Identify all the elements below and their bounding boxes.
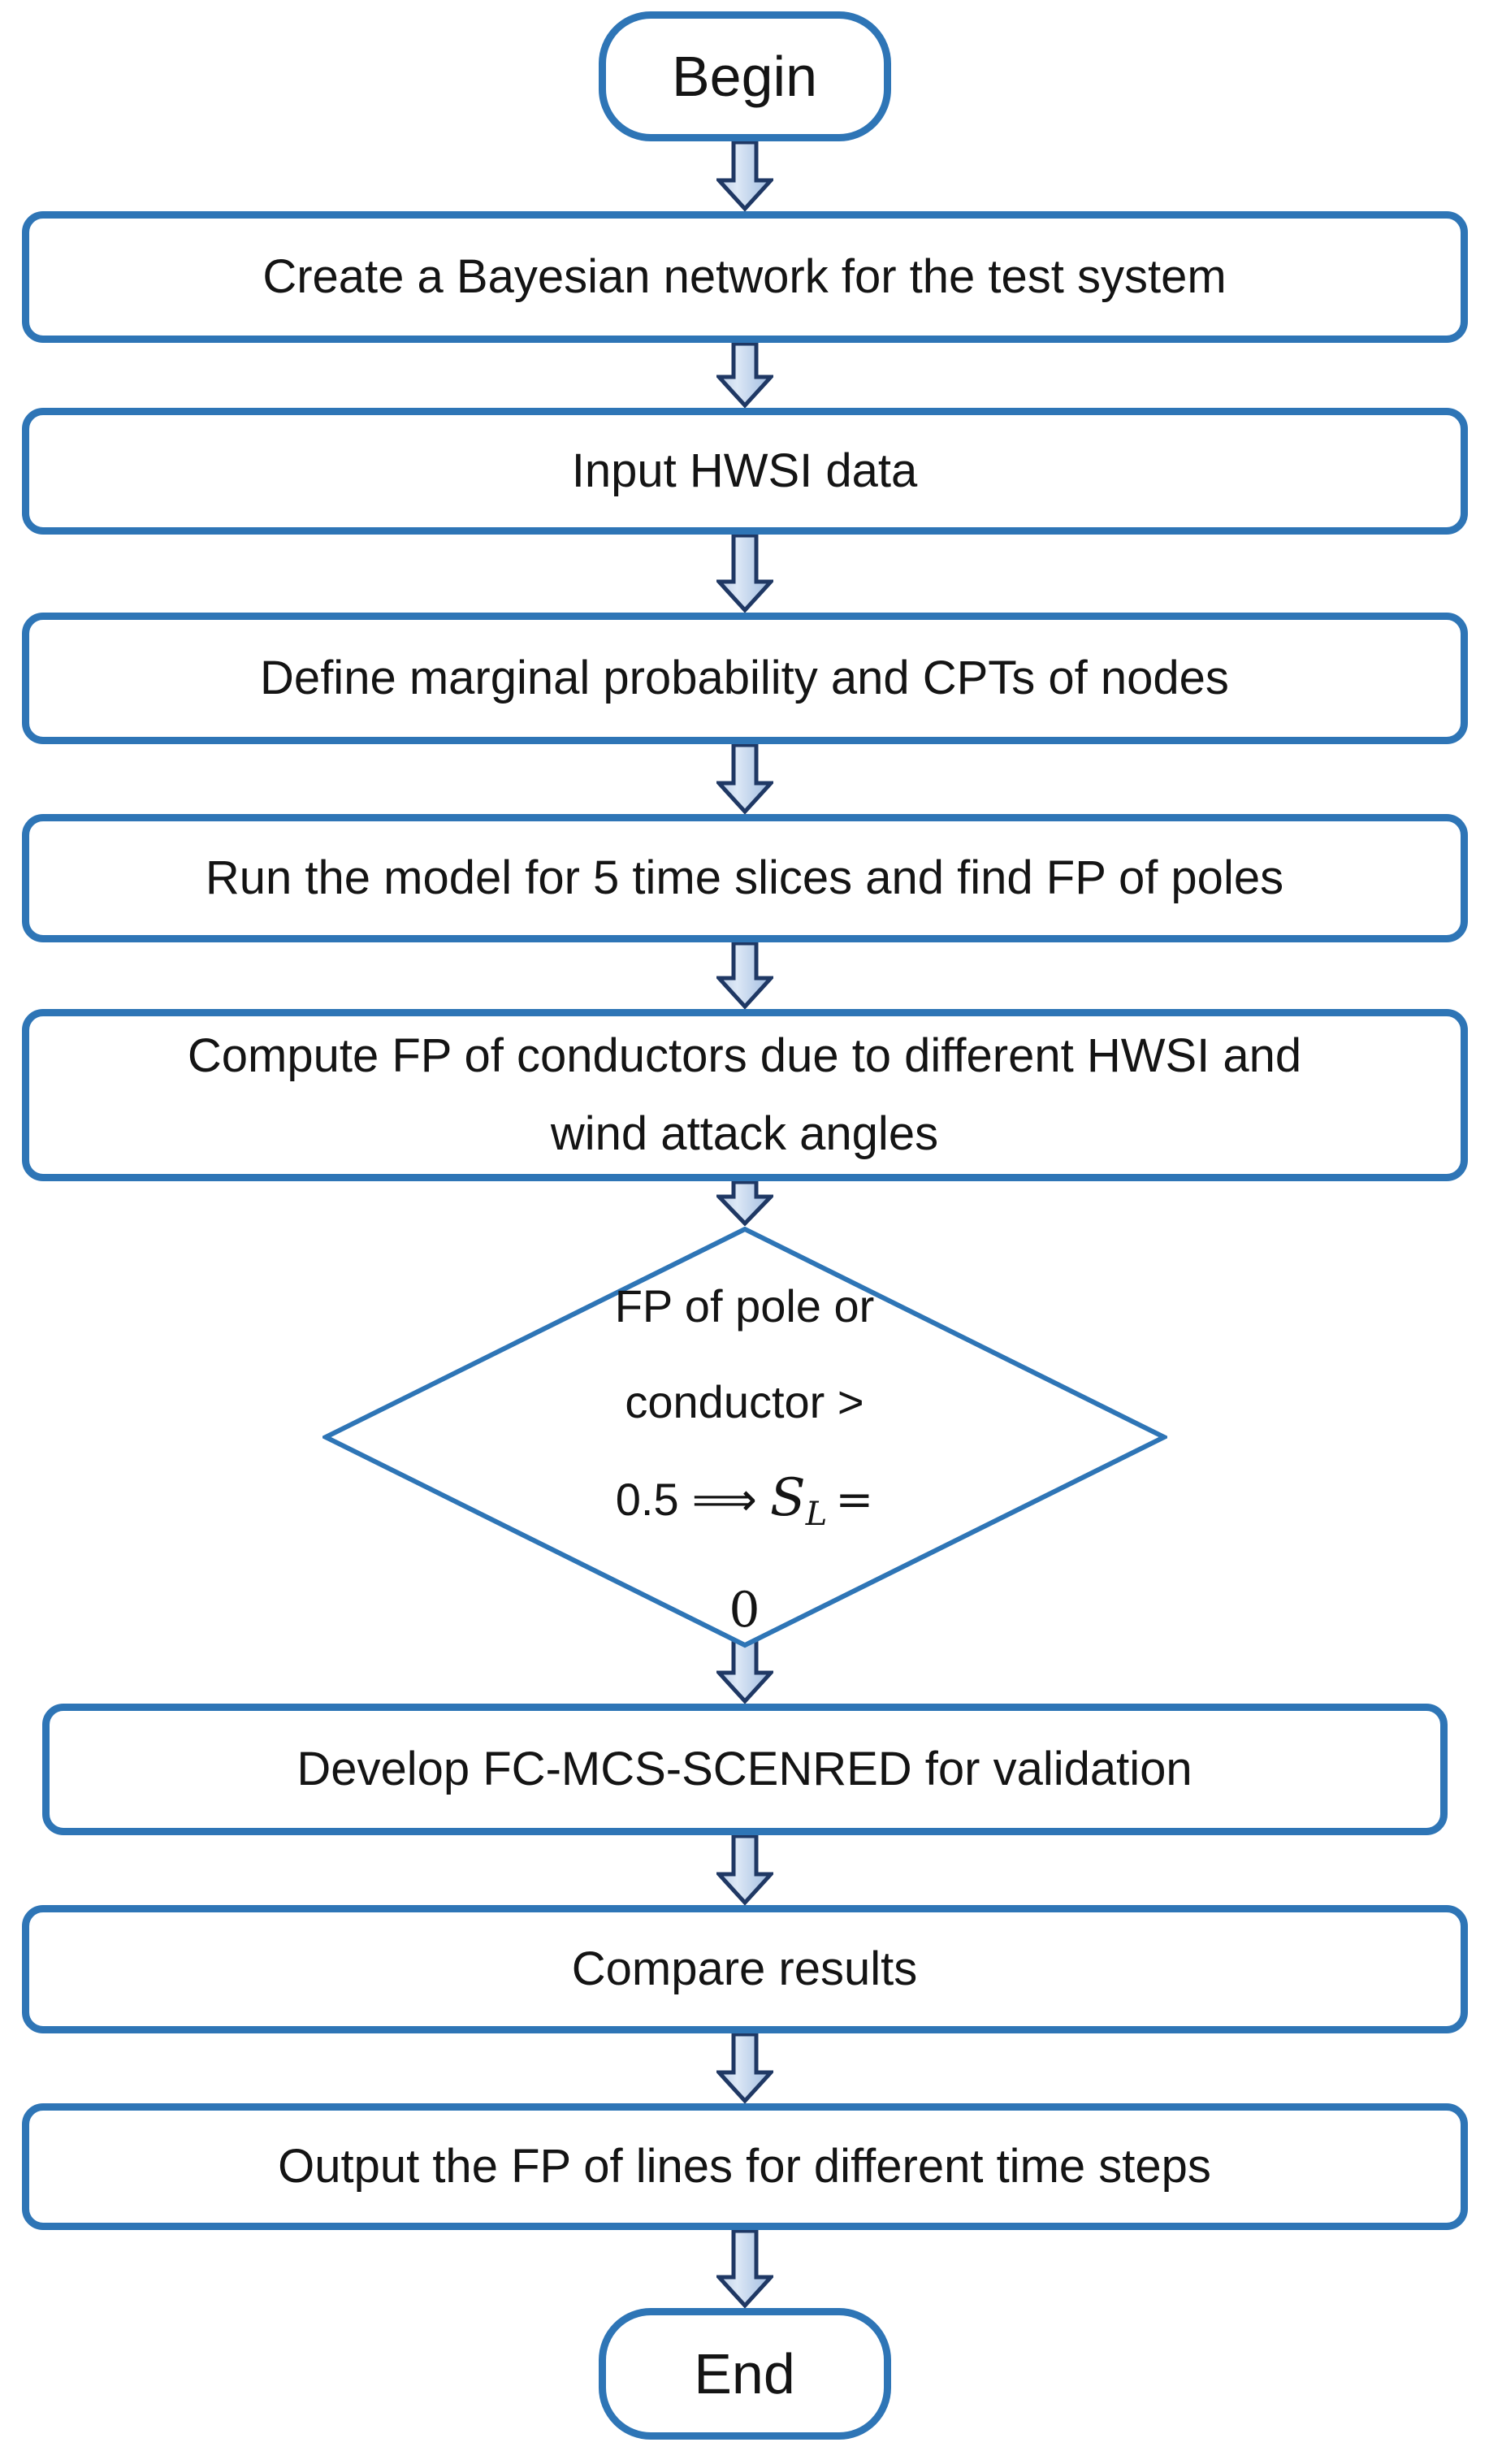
process-define-marginal-probability: Define marginal probability and CPTs of … [21, 613, 1468, 744]
process-label: Input HWSI data [571, 444, 918, 498]
process-develop-fc-mcs-scenred: Develop FC-MCS-SCENRED for validation [41, 1704, 1448, 1835]
decision-line1: FP of pole or [614, 1280, 875, 1332]
decision-fp-threshold: FP of pole or conductor > 0.5⟹SL= 0 [322, 1226, 1167, 1648]
process-label: Run the model for 5 time slices and find… [205, 851, 1284, 905]
down-arrow-step8-to-end [716, 2230, 773, 2308]
decision-line4: 0 [729, 1582, 760, 1639]
implies-arrow: ⟹ [691, 1473, 757, 1526]
down-arrow-step5-to-decision [716, 1181, 773, 1226]
terminator-begin-label: Begin [671, 45, 818, 108]
process-label: Develop FC-MCS-SCENRED for validation [297, 1743, 1192, 1796]
terminator-begin: Begin [598, 11, 891, 141]
down-arrow-step2-to-step3 [716, 535, 773, 613]
process-label: Define marginal probability and CPTs of … [260, 652, 1229, 705]
process-run-model-time-slices: Run the model for 5 time slices and find… [21, 814, 1468, 942]
process-output-fp-lines: Output the FP of lines for different tim… [21, 2103, 1468, 2230]
down-arrow-begin-to-step1 [716, 141, 773, 211]
terminator-end: End [598, 2308, 891, 2440]
equals-sign: = [835, 1473, 874, 1526]
decision-variable: S [769, 1467, 806, 1528]
process-input-hwsi-data: Input HWSI data [21, 408, 1468, 535]
down-arrow-decision-to-step6 [716, 1639, 773, 1704]
down-arrow-step1-to-step2 [716, 343, 773, 408]
decision-line2: conductor > [625, 1375, 864, 1427]
process-compare-results: Compare results [21, 1905, 1468, 2033]
process-create-bayesian-network: Create a Bayesian network for the test s… [21, 211, 1468, 343]
process-label: Output the FP of lines for different tim… [278, 2140, 1211, 2193]
process-label: Compare results [571, 1942, 918, 1996]
down-arrow-step7-to-step8 [716, 2033, 773, 2103]
down-arrow-step3-to-step4 [716, 744, 773, 814]
decision-line3: 0.5⟹SL= [616, 1450, 873, 1562]
process-label-line2: wind attack angles [550, 1107, 939, 1160]
process-label: Create a Bayesian network for the test s… [262, 250, 1227, 304]
decision-text: FP of pole or conductor > 0.5⟹SL= 0 [322, 1226, 1167, 1648]
decision-threshold-value: 0.5 [615, 1473, 679, 1525]
down-arrow-step4-to-step5 [716, 942, 773, 1009]
decision-diamond-shape [322, 1226, 1167, 1648]
down-arrow-step6-to-step7 [716, 1835, 773, 1905]
decision-variable-subscript: L [805, 1496, 828, 1534]
process-label-line1: Compute FP of conductors due to differen… [187, 1029, 1302, 1082]
process-compute-fp-conductors: Compute FP of conductors due to differen… [21, 1009, 1468, 1181]
terminator-end-label: End [694, 2342, 795, 2406]
